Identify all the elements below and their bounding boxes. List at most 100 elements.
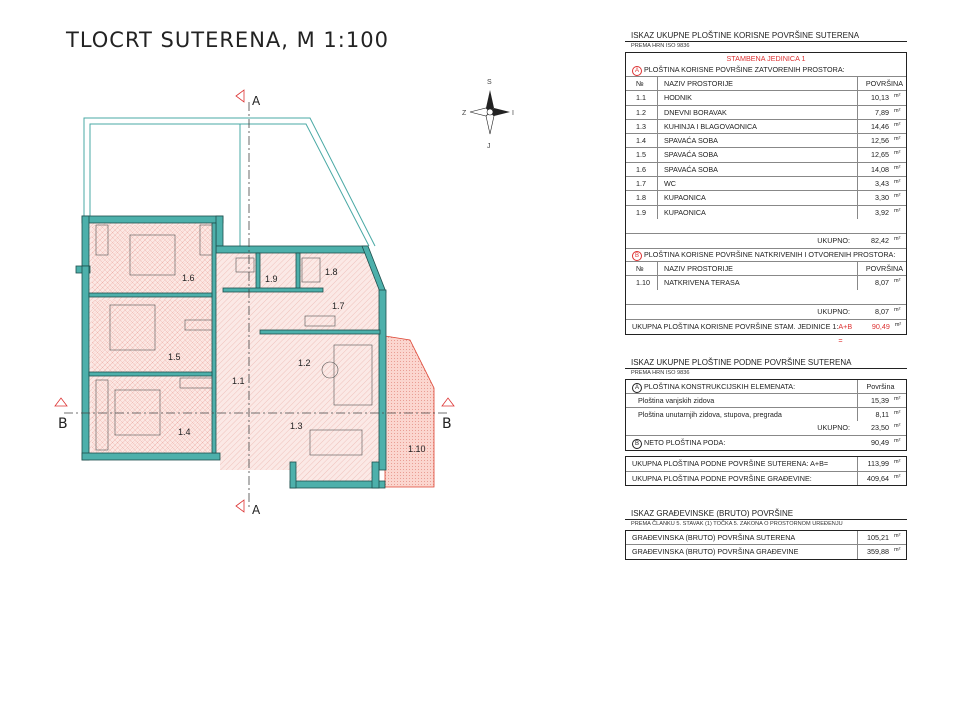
table-row: UKUPNA PLOŠTINA PODNE POVRŠINE SUTERENA:… [626, 457, 906, 472]
gross-value: 359,88 [867, 547, 889, 557]
unit: m² [894, 547, 901, 554]
item-name: Ploština unutarnjih zidova, stupova, pre… [626, 408, 858, 422]
room-name: KUPAONICA [658, 205, 858, 219]
spacer-row [626, 290, 906, 305]
item-area: 15,39 [871, 395, 889, 405]
col-no: № [626, 77, 658, 91]
part-b-text: PLOŠTINA KORISNE POVRŠINE NATKRIVENIH I … [644, 249, 896, 259]
part-b-text: NETO PLOŠTINA PODA: [644, 438, 726, 448]
total-label: UKUPNO: [817, 423, 850, 433]
room-area: 3,30 [875, 193, 889, 203]
part-b-mark: B [632, 250, 642, 261]
total-value: 23,50 [871, 423, 889, 433]
part-b-mark: B [632, 439, 642, 450]
room-area: 14,08 [871, 164, 889, 174]
sum-value: 113,99 [867, 459, 889, 469]
room-area: 12,65 [871, 150, 889, 160]
unit: m² [894, 164, 901, 171]
spacer-row [626, 219, 906, 234]
part-a-text: PLOŠTINA KORISNE POVRŠINE ZATVORENIH PRO… [644, 65, 845, 74]
part-a-mark: A [632, 382, 642, 393]
walls [75, 215, 387, 489]
section-b-right-label: B [442, 416, 452, 432]
gross-label: GRAĐEVINSKA (BRUTO) POVRŠINA GRAĐEVINE [626, 545, 858, 559]
room-number: 1.6 [626, 162, 658, 177]
unit: m² [894, 423, 901, 430]
room-name: HODNIK [658, 91, 858, 105]
sum-value: 409,64 [867, 473, 889, 483]
room-area: 3,92 [875, 207, 889, 217]
room-label: 1.7 [332, 301, 345, 311]
room-number: 1.3 [626, 119, 658, 134]
col-no: № [626, 261, 658, 276]
section-a-bottom-label: A [252, 503, 261, 517]
col-name: NAZIV PROSTORIJE [658, 261, 858, 276]
room-number: 1.1 [626, 91, 658, 105]
grand-value: 90,49 [871, 321, 890, 331]
table-row: GRAĐEVINSKA (BRUTO) POVRŠINA GRAĐEVINE 35… [626, 545, 906, 559]
room-name: NATKRIVENA TERASA [658, 276, 858, 290]
room-area: 7,89 [875, 107, 889, 117]
total-a-label: UKUPNO: [817, 235, 850, 245]
compass-south: J [487, 143, 491, 150]
unit: m² [894, 150, 901, 157]
room-name: SPAVAĆA SOBA [658, 134, 858, 148]
room-number: 1.4 [626, 134, 658, 148]
room-label: 1.6 [182, 273, 195, 283]
unit: m² [894, 93, 901, 100]
col-name: NAZIV PROSTORIJE [658, 77, 858, 91]
floor-fill [82, 216, 435, 488]
grand-total-row: UKUPNA PLOŠTINA KORISNE POVRŠINE STAM. J… [626, 320, 906, 345]
room-label: 1.8 [325, 267, 338, 277]
unit: m² [894, 235, 901, 242]
table-row: Ploština unutarnjih zidova, stupova, pre… [626, 408, 906, 422]
room-number: 1.5 [626, 148, 658, 162]
total-b-value: 8,07 [875, 306, 889, 316]
gross-value: 105,21 [867, 533, 889, 543]
room-area: 14,46 [871, 121, 889, 131]
drawing-title: TLOCRT SUTERENA, M 1:100 [66, 28, 389, 52]
neto-value: 90,49 [871, 438, 889, 448]
part-a-text: PLOŠTINA KONSTRUKCIJSKIH ELEMENATA: [644, 381, 796, 391]
compass-rose-icon: S J I Z [462, 79, 514, 150]
room-area: 8,07 [875, 278, 889, 288]
total-b-label: UKUPNO: [817, 306, 850, 316]
grand-label: UKUPNA PLOŠTINA KORISNE POVRŠINE STAM. J… [632, 321, 839, 331]
section-line-a: A A [235, 89, 261, 517]
table3: GRAĐEVINSKA (BRUTO) POVRŠINA SUTERENA 105… [625, 530, 907, 560]
room-area: 10,13 [871, 93, 889, 103]
table3-ref: PREMA ČLANKU 5. STAVAK (1) TOČKA 5. ZAKO… [631, 521, 843, 528]
section-b-left-label: B [58, 416, 68, 432]
col-area: Površina [866, 381, 895, 391]
total-a-row: UKUPNO: 82,42 m² [626, 234, 906, 249]
table2-heading: ISKAZ UKUPNE PLOŠTINE PODNE POVRŠINE SUT… [625, 357, 907, 369]
room-number: 1.2 [626, 105, 658, 119]
unit: m² [894, 459, 901, 466]
room-labels: 1.6 1.9 1.8 1.7 1.5 1.2 1.1 1.4 1.3 1.10 [168, 267, 426, 454]
floor-plan: A A B B 1.6 1.9 1.8 1.7 1.5 1.2 1.1 1.4 … [54, 79, 514, 517]
unit: m² [894, 107, 901, 114]
section-line-b: B B [54, 397, 455, 432]
table1-heading: ISKAZ UKUPNE PLOŠTINE KORISNE POVRŠINE S… [625, 30, 907, 42]
unit: m² [894, 438, 901, 445]
room-label: 1.4 [178, 427, 191, 437]
room-name: WC [658, 177, 858, 191]
table3-heading: ISKAZ GRAĐEVINSKE (BRUTO) POVRŠINE [625, 508, 907, 521]
gross-label: GRAĐEVINSKA (BRUTO) POVRŠINA SUTERENA [626, 531, 858, 545]
room-number: 1.9 [626, 205, 658, 219]
